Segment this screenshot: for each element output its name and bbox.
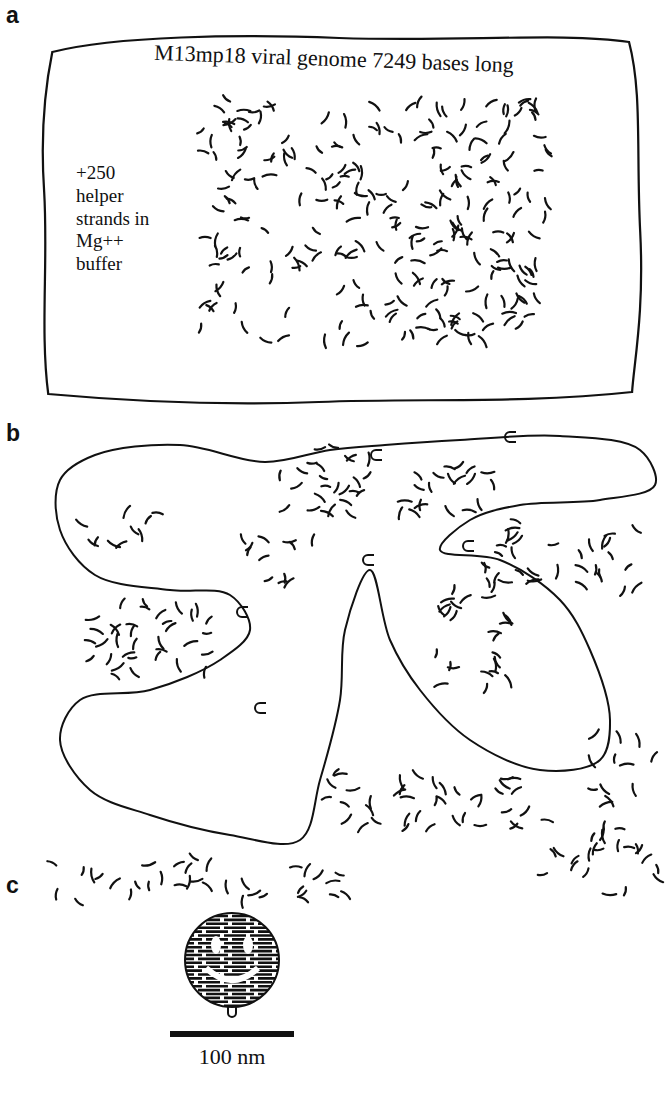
- strands-label: +250 helper strands in Mg++ buffer: [76, 162, 150, 276]
- smiley-origami: [172, 913, 306, 1017]
- blob-outline: [43, 36, 641, 403]
- helper-strands: [47, 444, 663, 907]
- scale-bar: [170, 1031, 294, 1037]
- scale-label: 100 nm: [182, 1044, 282, 1070]
- hairpin: [237, 432, 516, 713]
- panel-letter: c: [6, 872, 19, 899]
- viral-genome-loop: [56, 435, 656, 844]
- genome-container: M13mp18 viral genome 7249 bases long +250…: [34, 32, 644, 407]
- genome-label: M13mp18 viral genome 7249 bases long: [34, 36, 635, 83]
- helper-strands: [197, 95, 551, 348]
- panel-letter: b: [6, 420, 20, 447]
- panel-letter: a: [6, 2, 19, 29]
